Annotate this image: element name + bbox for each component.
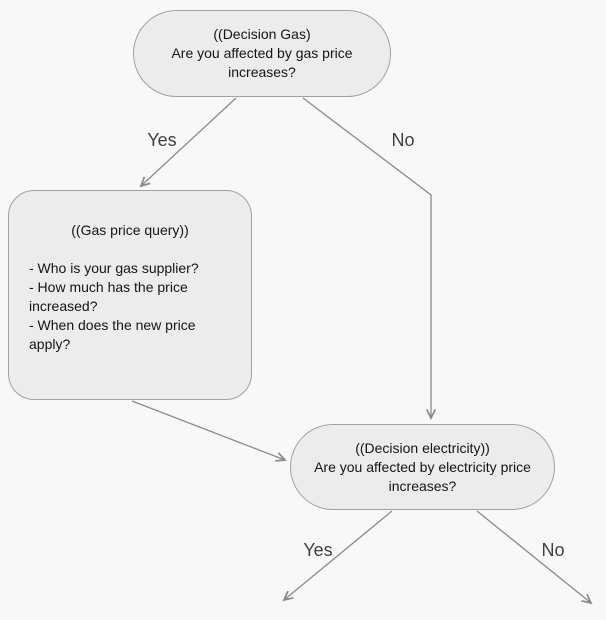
node-gas-price-query: ((Gas price query)) - Who is your gas su… [8,190,252,400]
node-decision-electricity-question: Are you affected by electricity price in… [314,458,531,494]
edge-label-gas-no: No [391,130,415,150]
edge-query-to-electricity [131,400,287,462]
edge-gas-no [302,97,437,420]
node-decision-gas-title: ((Decision Gas) [213,26,311,42]
node-decision-gas: ((Decision Gas) Are you affected by gas … [133,10,391,97]
node-decision-electricity-title: ((Decision electricity)) [355,439,490,456]
node-gas-price-query-body: - Who is your gas supplier? - How much h… [29,260,199,352]
node-gas-price-query-title: ((Gas price query)) [71,222,189,238]
edge-gas-yes [139,97,237,188]
edge-electricity-yes [282,510,393,602]
node-decision-electricity: ((Decision electricity)) Are you affecte… [290,424,555,510]
node-decision-gas-question: Are you affected by gas price increases? [171,45,353,80]
edge-electricity-no [476,510,593,605]
edge-label-electricity-no: No [541,540,565,560]
edge-label-electricity-yes: Yes [303,540,333,560]
edge-label-gas-yes: Yes [147,130,177,150]
